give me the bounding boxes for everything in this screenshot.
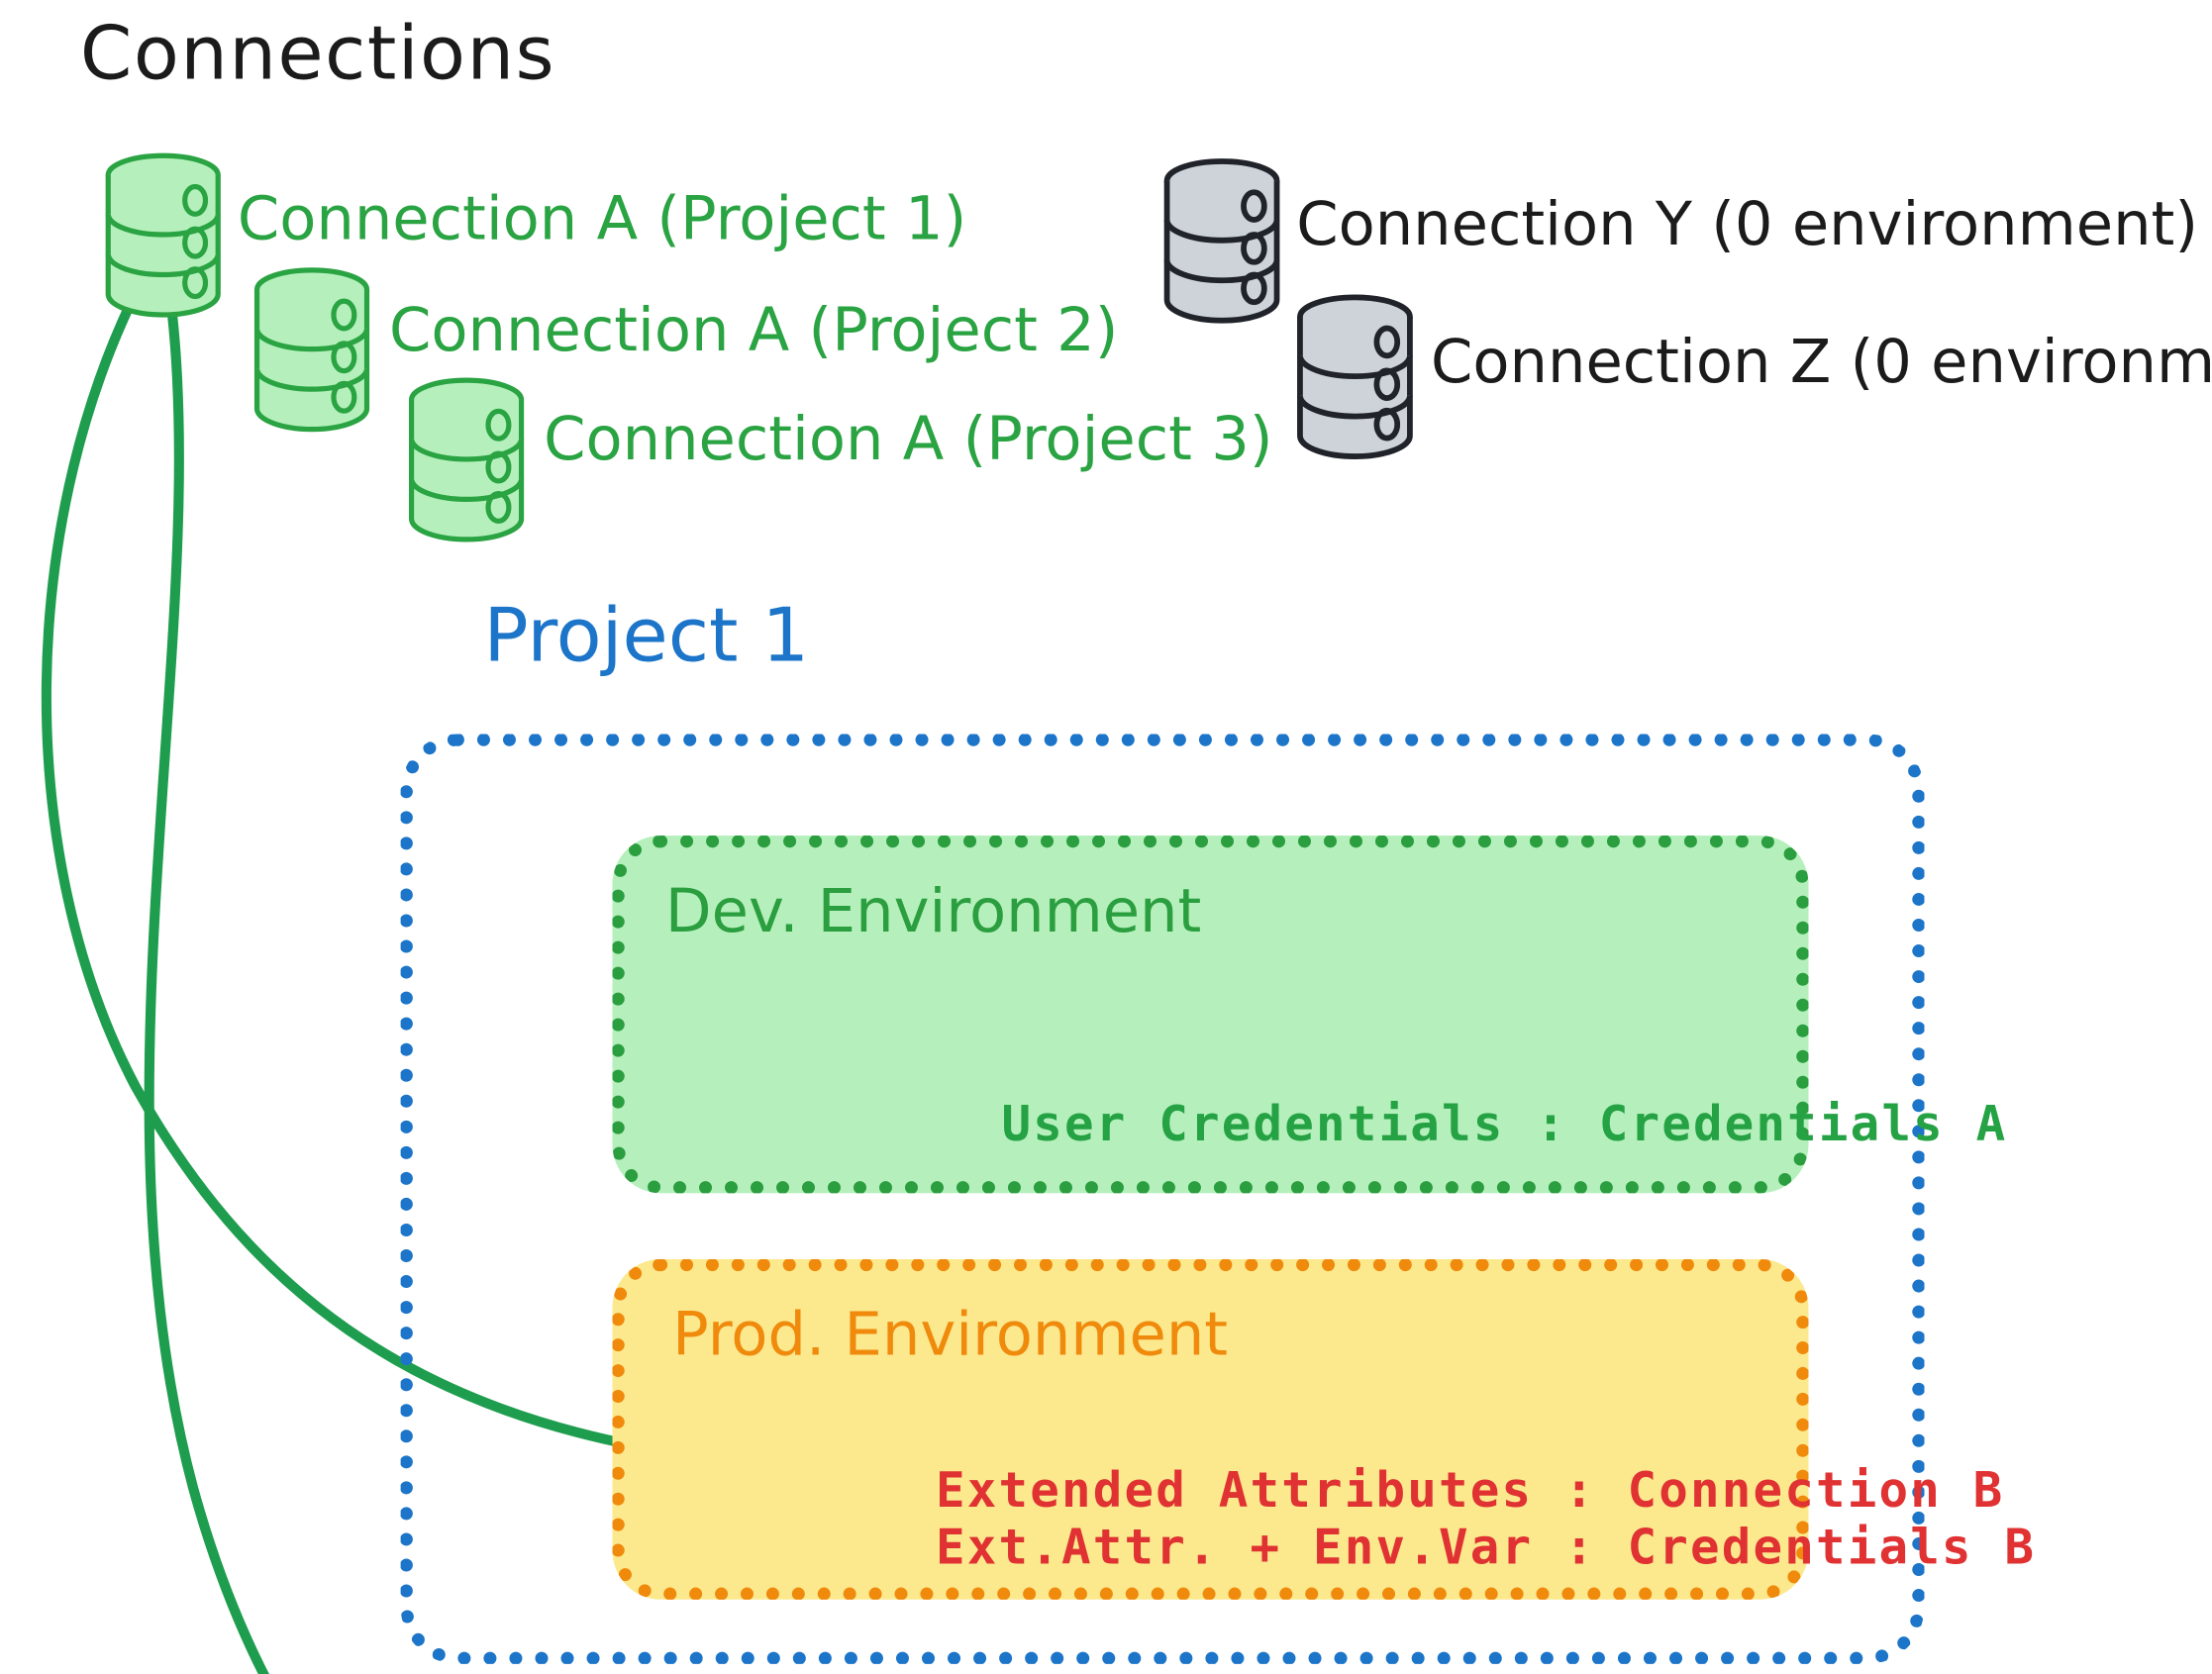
arrow-connection-to-prod <box>144 281 270 1674</box>
database-icon-connection-y <box>1167 161 1277 321</box>
project-title: Project 1 <box>483 593 810 680</box>
dev-environment-line-1: User Credentials : Credentials A <box>1001 1096 2008 1153</box>
connection-label-a-project-1: Connection A (Project 1) <box>237 182 967 253</box>
project-1-container <box>400 734 1925 1664</box>
page-title-connections: Connections <box>79 11 556 98</box>
prod-environment-line-1: Extended Attributes : Connection B <box>936 1462 2005 1520</box>
database-icon-connection-a-1 <box>108 155 218 315</box>
connection-label-a-project-2: Connection A (Project 2) <box>389 294 1119 365</box>
connection-label-a-project-3: Connection A (Project 3) <box>544 403 1273 474</box>
prod-environment-box <box>612 1258 1809 1600</box>
database-icon-connection-a-3 <box>412 380 522 540</box>
database-icon-connection-z <box>1300 297 1410 456</box>
arrow-connection-to-dev <box>41 259 807 1472</box>
database-icon-connection-a-2 <box>257 270 367 430</box>
dev-environment-title: Dev. Environment <box>664 875 1202 946</box>
connection-label-y: Connection Y (0 environment) <box>1296 188 2199 259</box>
prod-environment-line-2: Ext.Attr. + Env.Var : Credentials B <box>936 1519 2037 1577</box>
prod-environment-title: Prod. Environment <box>672 1299 1229 1370</box>
connection-label-z: Connection Z (0 environment) <box>1431 326 2212 397</box>
dev-environment-box <box>612 836 1809 1194</box>
